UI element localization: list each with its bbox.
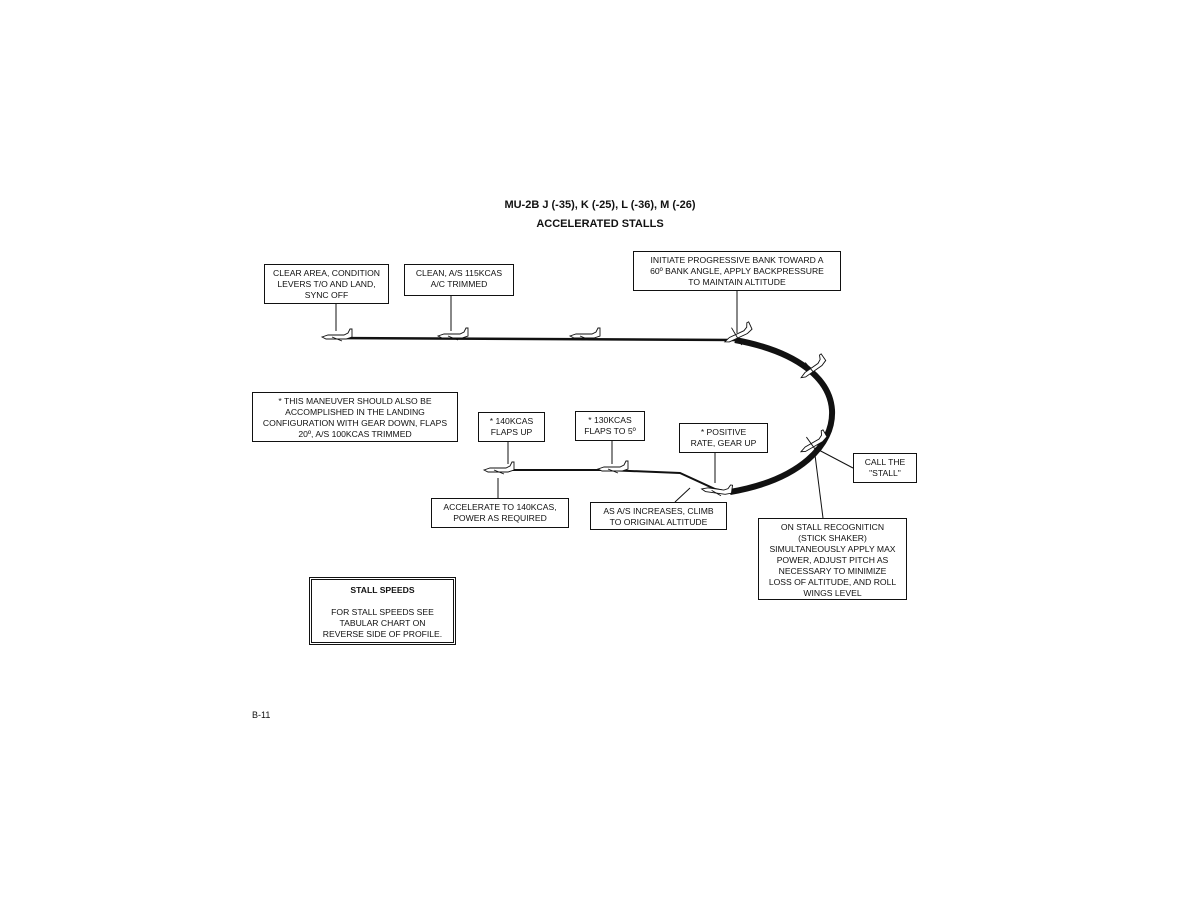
box-line: (STICK SHAKER) [798,533,867,543]
box-line: CLEAR AREA, CONDITION [273,268,380,278]
kcas-130-box: * 130KCAS FLAPS TO 5º [575,411,645,441]
box-line: TO ORIGINAL ALTITUDE [609,517,708,527]
box-line: * 140KCAS [489,416,534,426]
aircraft-icon [436,327,469,341]
box-line: * POSITIVE [700,427,747,437]
climb-original-altitude-box: AS A/S INCREASES, CLIMB TO ORIGINAL ALTI… [590,502,727,530]
box-line: AS A/S INCREASES, CLIMB [603,506,714,516]
stall-speeds-box: STALL SPEEDS FOR STALL SPEEDS SEE TABULA… [309,577,456,645]
box-line: RATE, GEAR UP [690,438,757,448]
clear-area-box: CLEAR AREA, CONDITION LEVERS T/O AND LAN… [264,264,389,304]
kcas-140-box: * 140KCAS FLAPS UP [478,412,545,442]
box-line: ACCOMPLISHED IN THE LANDING [285,407,425,417]
aircraft-banking-icon [799,429,828,454]
box-line: LEVERS T/O AND LAND, [277,279,376,289]
aircraft-icon [568,327,601,341]
lower-flight-path [492,469,731,493]
box-line: CALL THE [864,457,906,467]
positive-rate-box: * POSITIVE RATE, GEAR UP [679,423,768,453]
turn-flight-path [729,337,836,495]
box-line: FLAPS UP [490,427,533,437]
box-line: "STALL" [869,468,901,478]
call-stall-box: CALL THE "STALL" [853,453,917,483]
stall-speeds-body: FOR STALL SPEEDS SEE TABULAR CHART ON RE… [322,607,443,639]
aircraft-icon [320,328,353,342]
box-line: 20º, A/S 100KCAS TRIMMED [298,429,412,439]
box-line: ON STALL RECOGNITICN [780,522,885,532]
box-line: ACCELERATE TO 140KCAS, [443,502,557,512]
box-line: INITIATE PROGRESSIVE BANK TOWARD A [650,255,824,265]
box-line: * THIS MANEUVER SHOULD ALSO BE [278,396,432,406]
box-line: 60º BANK ANGLE, APPLY BACKPRESSURE [650,266,824,276]
stall-speeds-heading: STALL SPEEDS [350,585,415,595]
box-line: * 130KCAS [588,415,632,425]
diagram-title: MU-2B J (-35), K (-25), L (-36), M (-26) [504,199,696,211]
diagram-subtitle: ACCELERATED STALLS [536,218,664,230]
aircraft-banking-icon [800,353,827,379]
box-line: WINGS LEVEL [803,588,862,598]
leader-climb [674,487,691,503]
landing-configuration-note: * THIS MANEUVER SHOULD ALSO BE ACCOMPLIS… [252,392,458,442]
box-line: FLAPS TO 5º [584,426,636,436]
box-line: LOSS OF ALTITUDE, AND ROLL [768,577,897,587]
box-line: A/C TRIMMED [430,279,488,289]
page-number: B-11 [252,710,271,720]
upper-flight-path [329,336,736,342]
box-line: SIMULTANEOUSLY APPLY MAX [769,544,896,554]
box-line: NECESSARY TO MINIMIZE [778,566,887,576]
aircraft-icon [596,460,629,474]
aircraft-icon [482,461,515,475]
box-line: SYNC OFF [304,290,349,300]
box-line: POWER AS REQUIRED [453,513,547,523]
aircraft-banking-icon [723,321,753,346]
leader-call-stall [814,447,854,469]
leader-stall-recognition [814,454,824,519]
aircraft-icon [700,484,734,497]
box-line: CLEAN, A/S 115KCAS [415,268,503,278]
stall-recognition-box: ON STALL RECOGNITICN (STICK SHAKER) SIMU… [758,518,907,600]
box-line: TO MAINTAIN ALTITUDE [688,277,786,287]
accelerate-box: ACCELERATE TO 140KCAS, POWER AS REQUIRED [431,498,569,528]
clean-trimmed-box: CLEAN, A/S 115KCAS A/C TRIMMED [404,264,514,296]
box-line: CONFIGURATION WITH GEAR DOWN, FLAPS [262,418,448,428]
box-line: POWER, ADJUST PITCH AS [776,555,889,565]
initiate-bank-box: INITIATE PROGRESSIVE BANK TOWARD A 60º B… [633,251,841,291]
